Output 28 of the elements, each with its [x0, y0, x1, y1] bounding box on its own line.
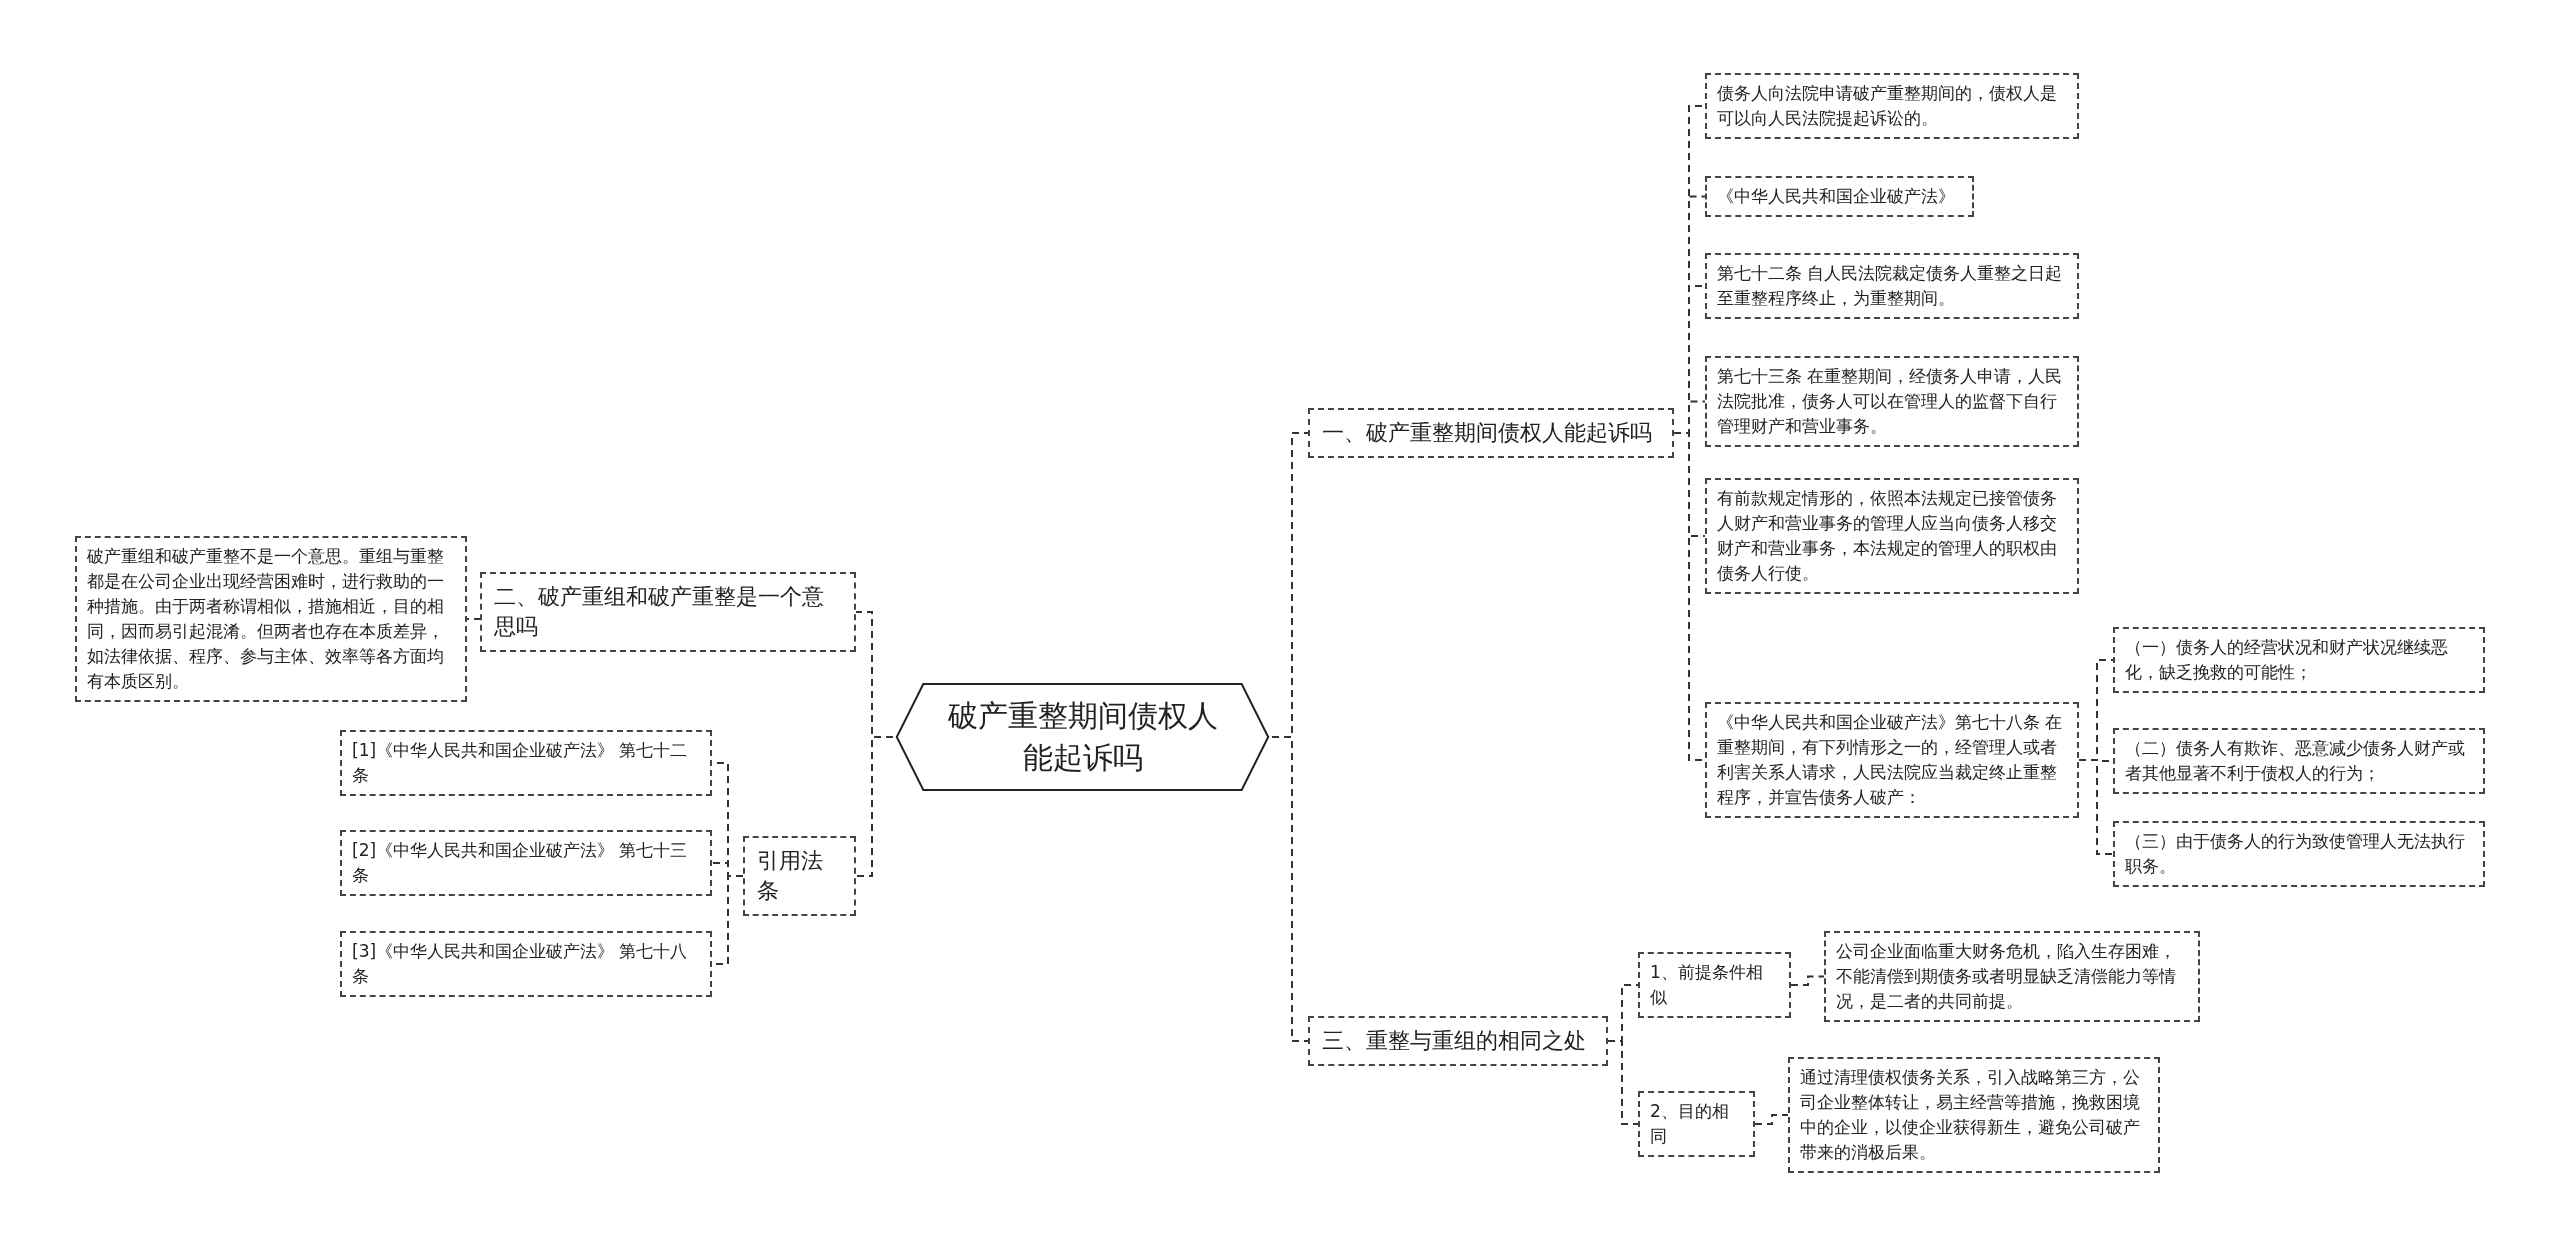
text-box: 有前款规定情形的，依照本法规定已接管债务人财产和营业事务的管理人应当向债务人移交财产和营业事务，本法规定的管理人的职权由债务人行使。: [1705, 478, 2079, 594]
text-box: 1、前提条件相似: [1638, 952, 1791, 1018]
text-box: （二）债务人有欺诈、恶意减少债务人财产或者其他显著不利于债权人的行为；: [2113, 728, 2485, 794]
text-box: [3]《中华人民共和国企业破产法》 第七十八条: [340, 931, 712, 997]
topic-box: 三、重整与重组的相同之处: [1308, 1016, 1608, 1066]
connector-line: [1271, 736, 1309, 1042]
text-box: 2、目的相同: [1638, 1091, 1755, 1157]
text-box: [2]《中华人民共和国企业破产法》 第七十三条: [340, 830, 712, 896]
connector-line: [1754, 1114, 1789, 1125]
text-box: 第七十二条 自人民法院裁定债务人重整之日起至重整程序终止，为重整期间。: [1705, 253, 2079, 319]
connector-line: [855, 736, 894, 877]
topic-box: 二、破产重组和破产重整是一个意思吗: [480, 572, 856, 652]
text-box: 破产重组和破产重整不是一个意思。重组与重整都是在公司企业出现经营困难时，进行救助的一种措施。由于两者称谓相似，措施相近，目的相同，因而易引起混淆。但两者也存在本质差异，如法律依据、程序、参与主体、效率等各方面均有本质区别。: [75, 536, 467, 702]
text-box: 《中华人民共和国企业破产法》: [1705, 176, 1974, 217]
connector-line: [1607, 1040, 1639, 1125]
text-box: 债务人向法院申请破产重整期间的，债权人是可以向人民法院提起诉讼的。: [1705, 73, 2079, 139]
central-topic-hexagon: 破产重整期间债权人能起诉吗: [893, 683, 1272, 791]
topic-box: 引用法条: [743, 836, 856, 916]
text-box: 《中华人民共和国企业破产法》第七十八条 在重整期间，有下列情形之一的，经管理人或者利害关系人请求，人民法院应当裁定终止重整程序，并宣告债务人破产：: [1705, 702, 2079, 818]
text-box: （三）由于债务人的行为致使管理人无法执行职务。: [2113, 821, 2485, 887]
text-box: 通过清理债权债务关系，引入战略第三方，公司企业整体转让，易主经营等措施，挽救困境中的企业，以使企业获得新生，避免公司破产带来的消极后果。: [1788, 1057, 2160, 1173]
text-box: [1]《中华人民共和国企业破产法》 第七十二条: [340, 730, 712, 796]
text-box: 第七十三条 在重整期间，经债务人申请，人民法院批准，债务人可以在管理人的监督下自行管理财产和营业事务。: [1705, 356, 2079, 447]
topic-box: 一、破产重整期间债权人能起诉吗: [1308, 408, 1674, 458]
text-box: （一）债务人的经营状况和财产状况继续恶化，缺乏挽救的可能性；: [2113, 627, 2485, 693]
connector-line: [1790, 975, 1825, 986]
text-box: 公司企业面临重大财务危机，陷入生存困难，不能清偿到期债务或者明显缺乏清偿能力等情况，是二者的共同前提。: [1824, 931, 2200, 1022]
connector-line: [2078, 759, 2114, 855]
